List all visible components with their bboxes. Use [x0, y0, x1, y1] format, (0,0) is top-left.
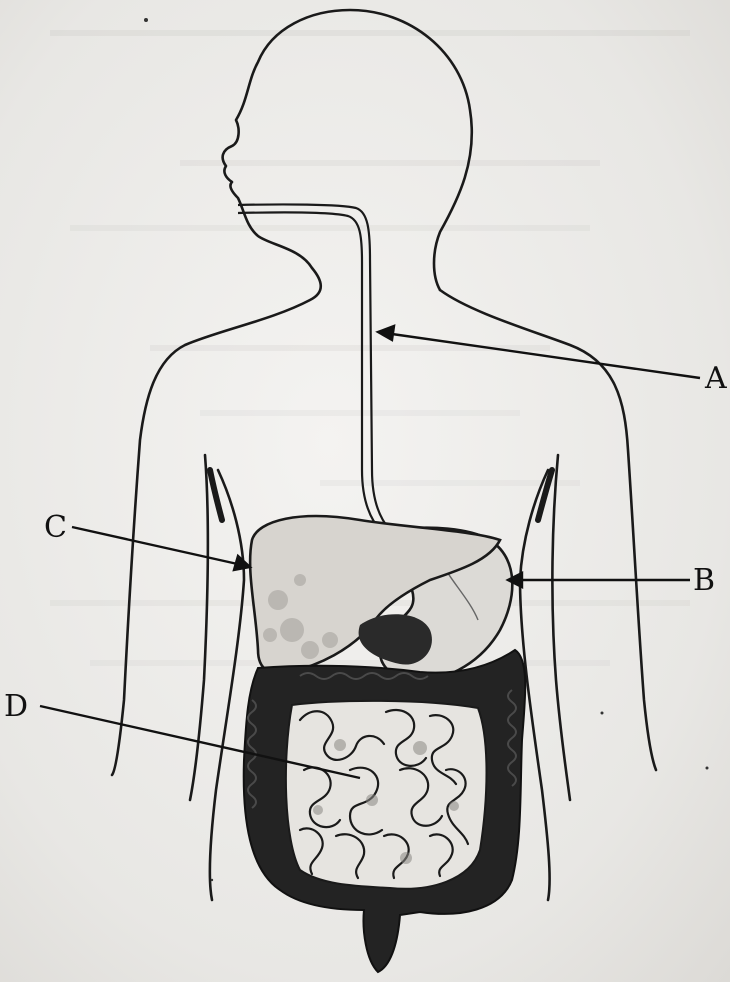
label-c: C: [44, 510, 67, 545]
arrowhead-a: [378, 326, 394, 340]
inner-arm-left: [190, 455, 208, 800]
label-a: A: [704, 361, 727, 396]
leader-line-a: [385, 333, 700, 378]
head-outline: [223, 10, 472, 290]
label-b: B: [693, 563, 715, 598]
small-intestine: [286, 701, 487, 889]
label-d: D: [4, 689, 28, 724]
torso-side-left: [210, 470, 244, 900]
esophagus: [238, 204, 392, 536]
leader-line-c: [72, 527, 242, 565]
inner-arm-right: [552, 455, 570, 800]
arrowhead-c: [234, 556, 250, 570]
